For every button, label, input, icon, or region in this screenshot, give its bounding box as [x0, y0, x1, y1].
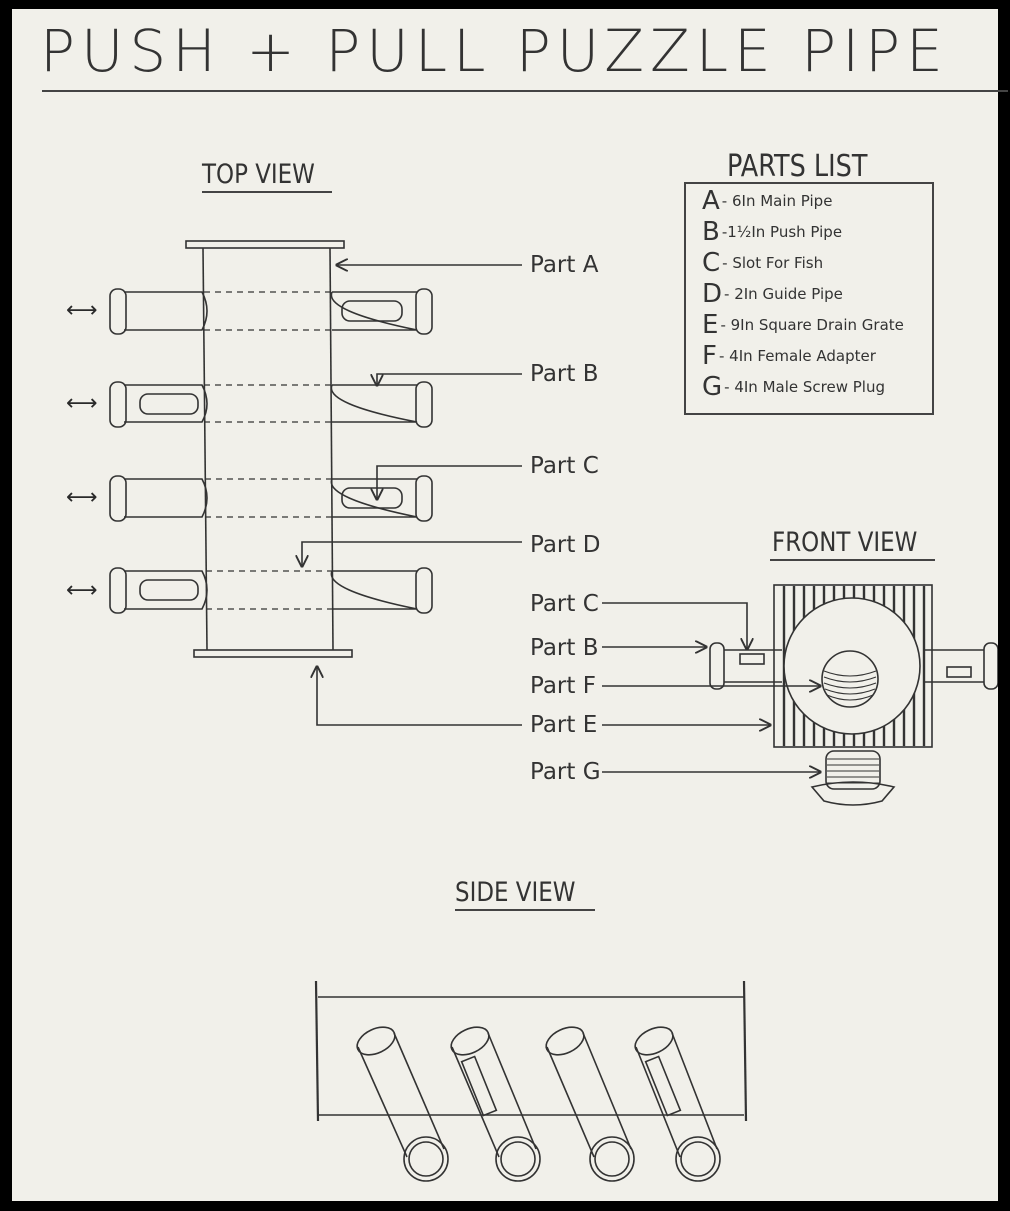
callout-line-d	[302, 541, 522, 566]
push-pull-arrow-icon: ⟷	[66, 485, 98, 510]
front-callout-part-e: Part E	[530, 712, 598, 738]
technical-drawing	[109, 240, 998, 1182]
callout-line-e-top	[317, 667, 522, 726]
main-pipe-circle	[783, 597, 921, 735]
top-end-cap	[185, 240, 345, 249]
parts-list-item: F- 4In Female Adapter	[702, 341, 876, 371]
front-left-slot	[739, 653, 765, 665]
front-callout-part-b: Part B	[530, 635, 599, 661]
male-screw-plug	[810, 750, 896, 806]
side-push-pipe-1	[356, 1026, 449, 1182]
callout-part-b: Part B	[530, 361, 599, 387]
side-view-heading: SIDE VIEW	[455, 877, 576, 908]
side-left-cap	[314, 980, 320, 1122]
push-pull-arrow-icon: ⟷	[66, 391, 98, 416]
front-view-drawing	[602, 584, 998, 806]
bottom-end-cap	[193, 649, 353, 658]
push-pipe-row-1	[109, 288, 433, 335]
front-right-pipe	[924, 649, 984, 683]
front-right-slot	[946, 666, 972, 678]
push-pull-arrow-icon: ⟷	[66, 298, 98, 323]
drain-grate	[773, 584, 933, 748]
top-view-drawing	[109, 240, 522, 726]
parts-list-item: G- 4In Male Screw Plug	[702, 372, 885, 402]
front-callout-part-g: Part G	[530, 759, 601, 785]
side-push-pipe-4	[634, 1026, 721, 1182]
side-push-pipe-2	[450, 1026, 541, 1182]
front-callout-line-c	[602, 602, 747, 649]
push-pipe-row-3	[109, 475, 433, 522]
adapter-threads	[823, 670, 877, 701]
page-title: PUSH + PULL PUZZLE PIPE	[40, 17, 949, 85]
push-pull-arrow-icon: ⟷	[66, 578, 98, 603]
side-push-pipe-3	[545, 1026, 635, 1182]
callout-line-c	[377, 465, 522, 499]
side-view-drawing	[314, 980, 748, 1182]
callout-part-a: Part A	[530, 252, 599, 278]
side-view-underline	[455, 909, 595, 911]
front-callout-part-f: Part F	[530, 673, 596, 699]
push-pipe-row-2	[109, 381, 433, 428]
front-right-pipe-cap	[983, 642, 998, 690]
parts-list-box: A- 6In Main Pipe B-1½In Push Pipe C- Slo…	[684, 182, 934, 415]
side-right-cap	[742, 980, 748, 1122]
parts-list-item: B-1½In Push Pipe	[702, 217, 843, 247]
guide-pipe-dashes	[204, 291, 333, 610]
top-view-underline	[202, 191, 332, 193]
callout-line-b	[377, 373, 522, 385]
front-callout-part-c: Part C	[530, 591, 599, 617]
female-adapter	[821, 650, 879, 708]
front-view-underline	[770, 559, 935, 561]
push-pipe-row-4	[109, 567, 433, 614]
front-view-heading: FRONT VIEW	[772, 527, 918, 558]
drawing-paper: PUSH + PULL PUZZLE PIPE TOP VIEW PARTS L…	[12, 9, 1008, 1201]
parts-list-item: D- 2In Guide Pipe	[702, 279, 843, 309]
callout-part-d: Part D	[530, 532, 601, 558]
parts-list-heading: PARTS LIST	[727, 149, 868, 184]
title-underline	[42, 90, 1008, 92]
parts-list-item: C- Slot For Fish	[702, 248, 824, 278]
parts-list-item: E- 9In Square Drain Grate	[702, 310, 904, 340]
parts-list-item: A- 6In Main Pipe	[702, 186, 833, 216]
main-pipe-right-wall	[329, 247, 334, 651]
front-left-pipe-cap	[709, 642, 725, 690]
callout-part-c: Part C	[530, 453, 599, 479]
top-view-heading: TOP VIEW	[202, 159, 315, 190]
